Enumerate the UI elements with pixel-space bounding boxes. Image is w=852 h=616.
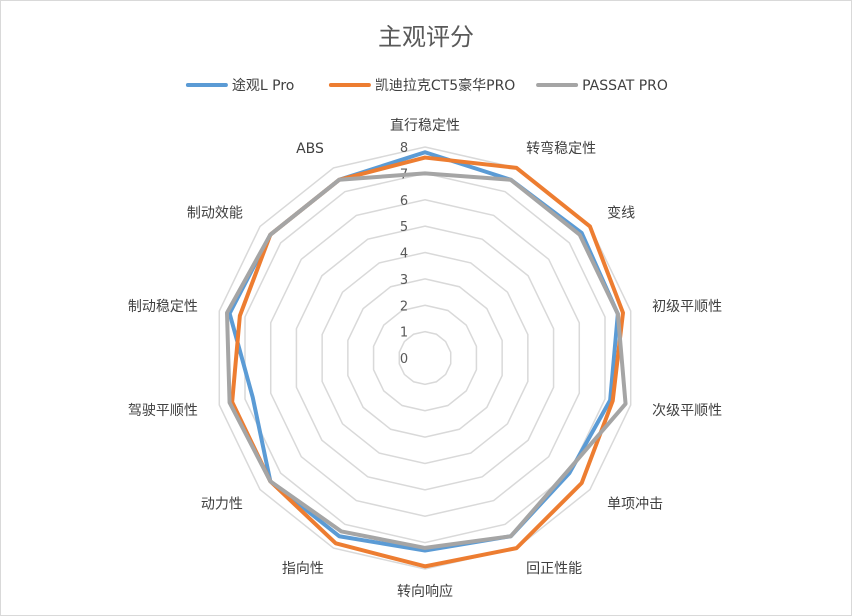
tick-label-1: 1 [400, 326, 408, 341]
legend-label-1: 途观L Pro [232, 77, 294, 94]
grid-ring-2 [372, 304, 478, 412]
series-line-2 [230, 155, 625, 569]
category-label-7: 回正性能 [526, 561, 582, 577]
tick-label-3: 3 [400, 273, 408, 288]
tick-label-2: 2 [400, 299, 408, 314]
legend-label-3: PASSAT PRO [582, 78, 668, 94]
radar-grid [218, 146, 632, 570]
grid-ring-4 [321, 251, 529, 465]
data-series [225, 150, 628, 569]
grid-ring-7 [244, 172, 606, 544]
tick-label-0: 0 [400, 352, 408, 367]
series-line-3 [225, 171, 628, 550]
category-label-8: 转向响应 [397, 583, 453, 600]
tick-label-4: 4 [400, 247, 408, 262]
grid-ring-5 [295, 225, 555, 491]
grid-ring-1 [398, 330, 452, 386]
tick-label-6: 6 [400, 194, 408, 209]
category-label-3: 变线 [607, 206, 635, 222]
category-label-13: 制动效能 [187, 206, 243, 222]
chart-title: 主观评分 [378, 23, 474, 51]
grid-ring-8 [218, 146, 632, 570]
category-label-10: 动力性 [201, 496, 243, 512]
series-line-1 [227, 150, 620, 553]
category-label-5: 次级平顺性 [652, 403, 722, 419]
category-label-12: 制动稳定性 [128, 299, 198, 315]
category-label-2: 转弯稳定性 [526, 140, 596, 157]
category-label-6: 单项冲击 [607, 496, 663, 512]
grid-ring-6 [269, 198, 581, 518]
category-label-11: 驾驶平顺性 [128, 403, 198, 419]
grid-ring-3 [347, 278, 503, 438]
legend-label-2: 凯迪拉克CT5豪华PRO [375, 78, 515, 94]
tick-label-8: 8 [400, 141, 408, 156]
tick-label-5: 5 [400, 220, 408, 235]
legend: 途观L Pro 凯迪拉克CT5豪华PRO PASSAT PRO [185, 77, 668, 94]
category-label-9: 指向性 [282, 561, 324, 577]
category-label-1: 直行稳定性 [390, 117, 460, 134]
category-label-14: ABS [296, 141, 324, 157]
category-label-4: 初级平顺性 [652, 298, 722, 315]
